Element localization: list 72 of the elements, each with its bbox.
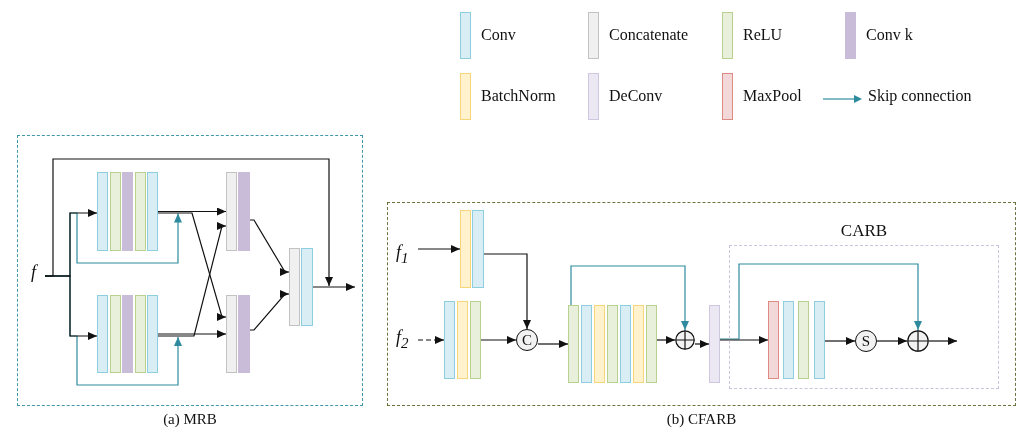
legend-label: Skip connection — [868, 87, 972, 105]
layer-bar — [147, 172, 158, 251]
arrow — [157, 207, 227, 216]
layer-bar — [581, 305, 592, 383]
legend-label: ReLU — [743, 26, 783, 44]
layer-bar — [238, 172, 250, 251]
layer-bar — [768, 301, 779, 379]
block-title: CARB — [839, 221, 889, 241]
arrow — [483, 253, 531, 330]
layer-bar — [798, 301, 809, 379]
arrow — [157, 330, 227, 338]
layer-bar — [633, 305, 644, 383]
input-label: f$_{2}$ — [396, 327, 418, 351]
layer-bar — [301, 248, 313, 326]
layer-bar — [460, 210, 471, 288]
operator-circle: C — [516, 329, 538, 351]
layer-bar — [594, 305, 605, 383]
layer-bar — [135, 172, 146, 251]
layer-bar — [97, 295, 108, 373]
arrow — [44, 158, 333, 287]
input-label: f$_{1}$ — [396, 242, 418, 266]
sum-circle — [675, 330, 695, 350]
layer-bar — [470, 301, 481, 379]
arrow — [537, 340, 569, 348]
layer-bar — [147, 295, 158, 373]
legend-label: Conv k — [866, 26, 913, 44]
layer-bar — [135, 295, 146, 373]
layer-bar — [122, 295, 133, 373]
arrow — [694, 340, 710, 348]
layer-bar — [226, 172, 237, 251]
legend-label: BatchNorm — [481, 87, 556, 105]
layer-bar — [110, 172, 121, 251]
sum-circle — [907, 330, 929, 352]
layer-bar — [607, 305, 618, 383]
arrow — [157, 222, 227, 337]
arrow — [312, 283, 356, 291]
layer-bar — [814, 301, 825, 379]
arrow — [249, 219, 290, 276]
arrow — [417, 336, 445, 344]
input-label: f — [31, 262, 45, 286]
layer-bar — [568, 305, 579, 383]
skip-arrow — [719, 263, 922, 340]
layer-bar — [783, 301, 794, 379]
layer-bar — [472, 210, 484, 288]
block-caption: (a) MRB — [162, 411, 218, 428]
legend-label: Conv — [481, 26, 516, 44]
operator-circle: S — [855, 330, 877, 352]
arrow — [876, 337, 908, 345]
legend-label: DeConv — [609, 87, 663, 105]
block-caption: (b) CFARB — [665, 411, 738, 428]
layer-bar — [97, 172, 108, 251]
arrow — [928, 337, 958, 345]
arrow — [719, 336, 769, 344]
layer-bar — [122, 172, 133, 251]
layer-bar — [226, 295, 237, 373]
arrow — [157, 212, 227, 321]
legend-label: MaxPool — [743, 87, 802, 105]
layer-bar — [709, 305, 720, 383]
layer-bar — [620, 305, 631, 383]
layer-bar — [646, 305, 657, 383]
layer-bar — [110, 295, 121, 373]
arrow — [480, 336, 517, 344]
arrow — [249, 290, 290, 331]
arrow — [656, 336, 676, 344]
arrow — [824, 337, 856, 345]
skip-arrow — [570, 265, 689, 331]
layer-bar — [457, 301, 468, 379]
layer-bar — [444, 301, 455, 379]
layer-bar — [238, 295, 250, 373]
layer-bar — [289, 248, 300, 326]
arrow — [417, 245, 461, 253]
legend-label: Concatenate — [609, 26, 689, 44]
